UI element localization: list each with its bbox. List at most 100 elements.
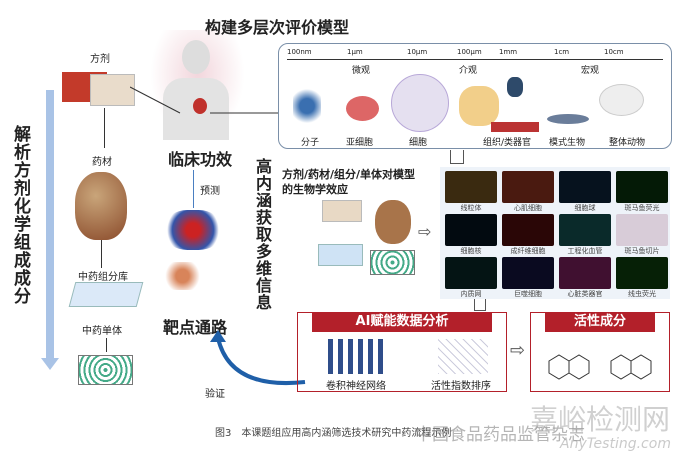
effect-image [616, 214, 668, 246]
effect-image [445, 257, 497, 289]
figure-caption: 图3 本课题组应用高内涵筛选技术研究中药流程示例 [215, 428, 452, 439]
mitochondria-image [346, 96, 379, 121]
level-micro: 微观 [352, 66, 371, 76]
heart-icon [193, 98, 207, 114]
journal-watermark: 中国食品药品监管杂志 [415, 425, 585, 445]
effect-image-label: 细胞球 [574, 204, 596, 212]
left-vertical-title: 解析方剂化学组成成分 [10, 125, 30, 305]
predict-arrow [193, 170, 194, 208]
category-cell: 细胞 [409, 138, 428, 148]
effect-image [559, 257, 611, 289]
cells-image [160, 262, 205, 290]
human-head [182, 40, 210, 74]
herb-image [75, 172, 127, 240]
url-watermark: AnyTesting.com [560, 436, 671, 452]
arrow [101, 240, 102, 268]
effect-image [502, 257, 554, 289]
zebrafish-image [547, 114, 589, 124]
molecule-image [293, 86, 321, 126]
protein-structure-image [165, 210, 221, 250]
effect-image-label: 线粒体 [460, 204, 482, 212]
scale-tick: 100μm [457, 48, 482, 56]
scale-tick: 10cm [604, 48, 624, 56]
level-macro: 宏观 [581, 66, 600, 76]
scale-tick: 1cm [554, 48, 570, 56]
scale-tick: 100nm [287, 48, 312, 56]
down-arrow-icon [450, 150, 464, 164]
category-model-organism: 模式生物 [549, 138, 586, 148]
ai-analysis-title: AI赋能数据分析 [312, 312, 492, 332]
effect-image [445, 214, 497, 246]
effect-image-label: 成纤维细胞 [510, 247, 546, 255]
category-molecule: 分子 [301, 138, 320, 148]
predict-label: 预测 [200, 186, 220, 197]
effects-monomer-image [370, 250, 415, 275]
effects-herb-image [375, 200, 411, 244]
right-arrow-icon: ⇨ [510, 340, 526, 361]
effects-title: 方剂/药材/组分/单体对模型的生物学效应 [282, 168, 416, 196]
mouse-image [599, 84, 644, 116]
vessel-image [491, 122, 539, 132]
effect-image-label: 内质网 [460, 290, 482, 298]
arrow [104, 108, 105, 148]
model-title: 构建多层次评价模型 [205, 18, 350, 37]
effects-plate-image [318, 244, 363, 266]
target-pathway-label: 靶点通路 [163, 318, 228, 337]
activity-ranking-diagram [438, 339, 488, 374]
down-arrow-head [41, 358, 59, 370]
scale-tick: 1mm [499, 48, 518, 56]
effect-image-label: 细胞核 [460, 247, 482, 255]
right-arrow-icon: ⇨ [418, 222, 432, 241]
effects-formula-image [322, 200, 362, 222]
chemical-structures [548, 354, 652, 380]
active-compound-panel: 活性成分 [530, 312, 670, 392]
cell-image [391, 74, 449, 132]
effect-image-label: 巨噬细胞 [514, 290, 542, 298]
level-meso: 介观 [459, 66, 478, 76]
verify-label: 验证 [205, 389, 225, 400]
arrow [106, 338, 107, 352]
site-watermark: 嘉峪检测网 [530, 403, 671, 436]
effect-image-label: 线虫荧光 [628, 290, 656, 298]
clinical-efficacy-label: 临床功效 [168, 150, 233, 169]
effect-image [559, 214, 611, 246]
effect-image-label: 心肌细胞 [514, 204, 542, 212]
active-compound-title: 活性成分 [545, 312, 655, 332]
cnn-label: 卷积神经网络 [326, 381, 386, 392]
effect-image [445, 171, 497, 203]
fraction-library-label: 中药组分库 [78, 272, 128, 283]
scale-axis [287, 59, 663, 60]
organoid-image [459, 86, 499, 126]
cnn-diagram [328, 339, 383, 374]
organ-heart-image [507, 77, 523, 97]
effect-image-label: 斑马鱼切片 [624, 247, 660, 255]
effect-image [502, 171, 554, 203]
connector-arrows [130, 86, 278, 114]
effect-image-label: 心脏类器官 [567, 290, 603, 298]
category-whole-animal: 整体动物 [609, 138, 646, 148]
scale-tick: 10μm [407, 48, 428, 56]
herb-label: 药材 [92, 157, 112, 168]
category-subcellular: 亚细胞 [346, 138, 374, 148]
ai-analysis-panel: AI赋能数据分析 卷积神经网络 活性指数排序 [297, 312, 507, 392]
monomer-plate-image [78, 355, 133, 385]
high-content-label: 高内涵获取多维信息 [253, 158, 272, 311]
verify-curved-arrow [210, 330, 306, 385]
effect-image-label: 斑马鱼荧光 [624, 204, 660, 212]
scale-panel: 100nm 1μm 10μm 100μm 1mm 1cm 10cm 微观 介观 … [278, 43, 672, 149]
effects-image-grid: 线粒体 心肌细胞 细胞球 斑马鱼荧光细胞核 成纤维细胞 工程化血管 斑马鱼切片内质网 巨噬细胞… [440, 167, 670, 299]
scale-tick: 1μm [347, 48, 363, 56]
effect-image [559, 171, 611, 203]
effect-image [502, 214, 554, 246]
formula-herb-image [90, 74, 135, 106]
monomer-label: 中药单体 [82, 326, 122, 337]
down-arrow-icon [474, 299, 486, 311]
fraction-plate-image [68, 282, 144, 307]
effect-image [616, 257, 668, 289]
ranking-label: 活性指数排序 [431, 381, 491, 392]
effect-image-label: 工程化血管 [567, 247, 603, 255]
down-arrow-bar [46, 90, 54, 360]
category-organoid: 组织/类器官 [483, 138, 532, 148]
formula-label: 方剂 [90, 54, 110, 65]
effect-image [616, 171, 668, 203]
